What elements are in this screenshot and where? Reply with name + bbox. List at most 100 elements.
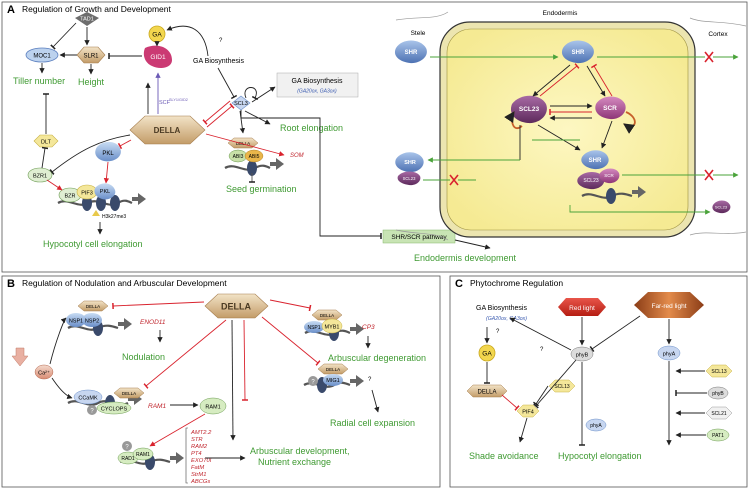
shr-scr-pathway-box — [382, 229, 456, 244]
della-small-arb-label: DELLA — [122, 391, 136, 396]
panel-b-arrows — [49, 299, 380, 461]
pif3-label: PIF3 — [81, 191, 93, 197]
pat1-label: PAT1 — [712, 433, 724, 439]
rad1-label: RAD1 — [121, 456, 135, 462]
ga-biosynthesis-box — [276, 72, 359, 98]
endodermis-cell-diagram — [395, 11, 747, 241]
gene-list-item: FatM — [191, 465, 204, 471]
nsp2-node — [82, 313, 102, 327]
q2-c: ? — [540, 347, 544, 353]
della-node — [129, 115, 206, 145]
ram1-gene: RAM1 — [148, 403, 166, 410]
enod11-gene: ENOD11 — [140, 319, 166, 326]
panel-a: A Regulation of Growth and Development T… — [1, 1, 748, 273]
shr-complex-label: SHR — [589, 158, 602, 164]
question-protein-rad — [122, 441, 132, 451]
gene-list-bracket — [185, 427, 188, 484]
scl23-complex-node — [577, 172, 605, 190]
question-rad-label: ? — [125, 445, 129, 451]
shr-left-node — [395, 152, 424, 173]
scr-node — [595, 96, 626, 120]
gene-list-item: PT4 — [191, 451, 202, 457]
pkl2-node — [94, 183, 116, 200]
question-protein-arb — [87, 405, 97, 415]
gid1-node — [143, 45, 172, 68]
scl13-right-node — [705, 364, 733, 378]
ga-biosynthesis-c-label: GA Biosynthesis — [476, 305, 527, 312]
nsp1-myb-node — [304, 321, 324, 333]
endodermis-development-label: Endodermis development — [414, 253, 517, 263]
pif4-label: PIF4 — [522, 410, 534, 416]
panel-a-arrows — [39, 22, 491, 250]
phya-lower-node — [585, 418, 607, 432]
shr-complex-chromatin — [581, 186, 646, 204]
ca-label: Ca²⁺ — [38, 370, 50, 377]
della-small-mig-label: DELLA — [326, 367, 340, 372]
question-protein-mig — [308, 376, 318, 386]
della-small-mig-node — [317, 363, 349, 375]
scr-complex-node — [599, 168, 620, 184]
ga-c-node — [478, 344, 496, 362]
cyclops-node — [96, 401, 132, 415]
scr-label: SCR — [603, 105, 617, 112]
gene-list-item: AMT2.2 — [190, 430, 212, 436]
phyb-node — [570, 346, 594, 362]
nsp1-myb-label: NSP1 — [307, 325, 320, 331]
della-small-myb-node — [311, 309, 343, 321]
ga-biosynthesis-box-label: GA Biosynthesis — [292, 78, 343, 85]
slr1-label: SLR1 — [83, 54, 99, 60]
gid1-label: GID1 — [150, 54, 166, 61]
arbuscular-degeneration-label: Arbuscular degeneration — [328, 353, 426, 363]
arbuscular-development-label: Arbuscular development, — [250, 446, 350, 456]
myb1-node — [321, 318, 343, 334]
endodermis-arrows — [423, 51, 739, 215]
mig1-label: MIG1 — [326, 378, 339, 384]
pkl2-label: PKL — [100, 189, 110, 195]
pkl-label: PKL — [102, 151, 114, 157]
panel-b-title: Regulation of Nodulation and Arbuscular … — [22, 278, 227, 288]
phyb-right-node — [707, 386, 729, 400]
radial-cell-expansion-label: Radial cell expansion — [330, 418, 415, 428]
cortex-label: Cortex — [708, 31, 728, 38]
bzr1-label: BZR1 — [33, 174, 47, 180]
tad1-label: TAD1 — [80, 17, 94, 23]
ga-question-mark: ? — [219, 38, 223, 44]
moc1-label: MOC1 — [33, 54, 51, 60]
nodulation-label: Nodulation — [122, 352, 165, 362]
panel-c: C Phytochrome Regulation GA Biosynthesis… — [449, 275, 748, 488]
della-small-nod-label: DELLA — [86, 304, 100, 309]
scl3-label: SCL3 — [234, 101, 248, 107]
panel-a-title: Regulation of Growth and Development — [22, 4, 171, 14]
seed-germination-chromatin — [224, 158, 284, 176]
question-arb-label: ? — [90, 409, 94, 415]
gene-list-item: ABCGs — [190, 479, 210, 485]
panel-c-title: Phytochrome Regulation — [470, 278, 563, 288]
scl23-left-node — [397, 171, 421, 186]
scr-complex-label: SCR — [604, 173, 614, 178]
moc1-node — [25, 47, 59, 63]
abi5-label: ABI5 — [249, 154, 260, 160]
ram1-complex-node — [132, 447, 154, 461]
shr-center-node — [561, 40, 594, 64]
pat1-node — [706, 428, 730, 442]
scl21-node — [705, 406, 733, 420]
scl23-node — [510, 95, 547, 124]
scl13-mid-label: SCL13 — [554, 384, 570, 390]
tiller-number-label: Tiller number — [13, 76, 65, 86]
q1-c: ? — [496, 329, 500, 335]
phyb-right-label: phyB — [712, 391, 724, 397]
ram1-complex-label: RAM1 — [136, 452, 150, 458]
scl13-right-label: SCL13 — [711, 369, 727, 375]
panel-b-letter: B — [7, 278, 15, 290]
scl23-label: SCL23 — [519, 106, 540, 113]
nsp2-label: NSP2 — [85, 319, 99, 325]
della-b-label: DELLA — [221, 302, 251, 312]
ram1-node — [199, 397, 227, 415]
della-small-myb-label: DELLA — [320, 313, 334, 318]
della-c-node — [466, 384, 508, 398]
h3k27me3-label: H3k27me3 — [102, 214, 126, 220]
nsp1-node — [66, 313, 86, 327]
della-small-nod-node — [77, 300, 109, 312]
